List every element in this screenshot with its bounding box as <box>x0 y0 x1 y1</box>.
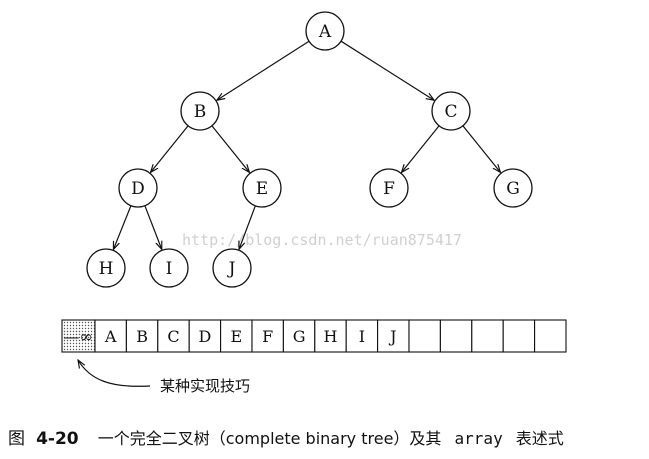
tree-node-c: C <box>431 91 471 131</box>
array-cell-11 <box>408 319 441 353</box>
node-circle <box>212 248 252 288</box>
caption-code: array <box>455 429 504 448</box>
edge-c-g <box>462 125 501 173</box>
array-sentinel-symbol: —∞ <box>63 327 92 346</box>
array-cell-2 <box>125 319 159 353</box>
figure-caption: 图 4-20 一个完全二叉树（complete binary tree）及其 a… <box>8 429 564 449</box>
node-circle <box>493 168 533 208</box>
caption-text: 一个完全二叉树（complete binary tree）及其 <box>98 429 442 448</box>
tree-node-d: D <box>118 168 158 208</box>
array-cell-4 <box>188 319 222 353</box>
edge-e-j <box>239 205 256 249</box>
array-cell-14 <box>502 319 536 353</box>
array-cell-label: H <box>324 327 338 346</box>
node-circle <box>369 168 409 208</box>
tree-node-a: A <box>305 11 345 51</box>
tree-node-g: G <box>493 168 533 208</box>
node-circle <box>305 11 345 51</box>
tree-node-i: I <box>149 248 189 288</box>
node-label: E <box>256 179 268 199</box>
node-circle <box>242 168 282 208</box>
edge-b-e <box>211 125 250 173</box>
array-cell-12 <box>439 319 473 353</box>
array-cell-label: J <box>388 327 396 346</box>
node-label: B <box>194 102 207 122</box>
array-cell-label: D <box>198 327 211 346</box>
caption-number: 4-20 <box>36 429 79 449</box>
array-cell-label: B <box>136 327 148 346</box>
array-cell-label: A <box>104 327 117 346</box>
edge-d-h <box>113 205 132 250</box>
array-cell-label: F <box>262 327 273 346</box>
tree-node-e: E <box>242 168 282 208</box>
array-cell-7 <box>282 319 316 353</box>
node-label: H <box>99 259 114 279</box>
node-label: G <box>506 179 520 199</box>
note-label: 某种实现技巧 <box>160 377 250 395</box>
tree-node-h: H <box>86 248 126 288</box>
node-circle <box>431 91 471 131</box>
array-cell-13 <box>471 319 504 353</box>
array-cell-label: E <box>230 327 242 346</box>
array-cell-3 <box>157 319 190 353</box>
array-cell-15 <box>534 319 567 353</box>
tree-nodes: A B C D E F G H I J <box>86 11 533 288</box>
array-cell-1 <box>94 319 127 353</box>
array-sentinel-cell <box>61 319 96 353</box>
caption-prefix: 图 <box>8 429 25 449</box>
array-cell-8 <box>314 319 347 353</box>
edge-c-f <box>402 125 440 173</box>
array-cell-label: G <box>293 327 306 346</box>
edge-b-d <box>151 125 189 173</box>
array-cell-label: C <box>167 327 179 346</box>
node-label: I <box>166 259 173 279</box>
tree-edges <box>113 40 501 250</box>
edge-a-c <box>340 40 434 100</box>
tree-node-b: B <box>180 91 220 131</box>
node-label: F <box>383 179 395 199</box>
array-cell-label: I <box>359 327 365 346</box>
node-circle <box>86 248 126 288</box>
edge-a-b <box>217 40 310 100</box>
node-label: D <box>131 179 145 199</box>
caption-suffix: 表述式 <box>516 429 564 448</box>
watermark: http://blog.csdn.net/ruan875417 <box>182 231 462 249</box>
node-circle <box>180 91 220 131</box>
tree-node-f: F <box>369 168 409 208</box>
tree-node-j: J <box>212 248 252 288</box>
edge-d-i <box>144 205 162 250</box>
node-label: C <box>444 102 457 122</box>
note-arrow <box>78 360 151 387</box>
node-circle <box>118 168 158 208</box>
node-label: A <box>318 22 332 42</box>
node-label: J <box>227 259 236 279</box>
node-circle <box>149 248 189 288</box>
